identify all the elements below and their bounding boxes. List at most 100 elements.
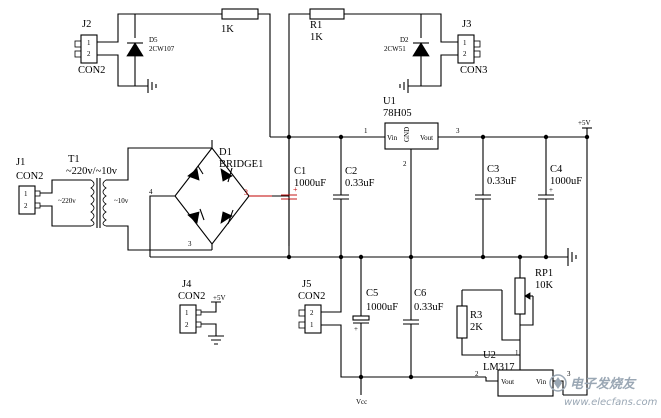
svg-text:1: 1 bbox=[515, 349, 519, 357]
vcc-label: Vcc bbox=[356, 398, 367, 406]
svg-text:1000uF: 1000uF bbox=[550, 176, 582, 187]
svg-text:Vin: Vin bbox=[387, 134, 398, 142]
svg-text:1: 1 bbox=[364, 127, 368, 135]
svg-text:+5V: +5V bbox=[213, 294, 226, 302]
svg-text:1: 1 bbox=[310, 321, 314, 329]
capacitor-c1: + C1 1000uF bbox=[281, 137, 326, 257]
svg-text:1: 1 bbox=[185, 309, 189, 317]
svg-text:0.33uF: 0.33uF bbox=[345, 178, 375, 189]
svg-text:78H05: 78H05 bbox=[383, 108, 412, 119]
svg-text:BRIDGE1: BRIDGE1 bbox=[219, 159, 263, 170]
j2-value: CON2 bbox=[78, 65, 105, 76]
svg-text:2CW51: 2CW51 bbox=[384, 45, 406, 53]
svg-text:3: 3 bbox=[244, 188, 248, 197]
connector-j5: 2 1 J5 CON2 bbox=[298, 279, 325, 334]
svg-text:+: + bbox=[293, 185, 298, 194]
svg-text:2: 2 bbox=[24, 202, 28, 210]
svg-text:C6: C6 bbox=[414, 288, 426, 299]
svg-text:CON2: CON2 bbox=[16, 171, 43, 182]
svg-text:2: 2 bbox=[87, 50, 91, 58]
svg-text:~220v: ~220v bbox=[58, 197, 76, 205]
svg-text:3: 3 bbox=[567, 370, 571, 378]
svg-text:LM317: LM317 bbox=[483, 362, 515, 373]
regulator-u1: U1 78H05 Vin Vout GND 1 3 2 bbox=[364, 96, 460, 168]
svg-text:2: 2 bbox=[310, 309, 314, 317]
zener-d5: D5 2CW107 bbox=[126, 14, 175, 86]
capacitor-c3: C3 0.33uF bbox=[475, 137, 517, 257]
svg-text:2: 2 bbox=[403, 160, 407, 168]
svg-text:+: + bbox=[354, 325, 358, 333]
svg-text:J1: J1 bbox=[16, 157, 25, 168]
resistor-r3: R3 2K bbox=[456, 290, 520, 356]
capacitor-c5: + C5 1000uF bbox=[352, 257, 398, 377]
resistor-1k-top: 1K bbox=[221, 8, 259, 35]
svg-text:Vcc: Vcc bbox=[356, 398, 367, 406]
svg-text:Vout: Vout bbox=[501, 378, 514, 386]
svg-text:~220v/~10v: ~220v/~10v bbox=[66, 166, 118, 177]
svg-text:1K: 1K bbox=[221, 24, 234, 35]
svg-text:电子发烧友: 电子发烧友 bbox=[570, 376, 637, 392]
svg-text:1000uF: 1000uF bbox=[366, 302, 398, 313]
connector-j3: 1 2 J3 CON3 bbox=[457, 19, 487, 76]
svg-text:0.33uF: 0.33uF bbox=[414, 302, 444, 313]
svg-text:1000uF: 1000uF bbox=[294, 178, 326, 189]
svg-text:1: 1 bbox=[87, 39, 91, 47]
svg-text:2: 2 bbox=[475, 370, 479, 378]
svg-text:1K: 1K bbox=[310, 32, 323, 43]
svg-text:D5: D5 bbox=[149, 36, 158, 44]
capacitor-c4: + C4 1000uF bbox=[538, 137, 582, 257]
svg-text:4: 4 bbox=[149, 188, 153, 196]
svg-text:1: 1 bbox=[463, 39, 467, 47]
svg-text:10K: 10K bbox=[535, 280, 554, 291]
svg-text:3: 3 bbox=[456, 127, 460, 135]
svg-text:CON3: CON3 bbox=[460, 65, 487, 76]
svg-text:U1: U1 bbox=[383, 96, 396, 107]
ground-right bbox=[567, 248, 577, 266]
svg-text:J4: J4 bbox=[182, 279, 192, 290]
svg-text:2K: 2K bbox=[470, 322, 483, 333]
connector-j4: 1 2 J4 CON2 +5V bbox=[178, 279, 226, 334]
watermark: 电子发烧友 www.elecfans.com bbox=[549, 374, 658, 408]
svg-text:J3: J3 bbox=[462, 19, 471, 30]
svg-text:GND: GND bbox=[403, 127, 411, 142]
svg-text:2: 2 bbox=[185, 321, 189, 329]
svg-text:+: + bbox=[549, 186, 553, 194]
svg-text:C2: C2 bbox=[345, 166, 357, 177]
svg-text:J5: J5 bbox=[302, 279, 311, 290]
svg-text:R3: R3 bbox=[470, 310, 482, 321]
svg-text:2CW107: 2CW107 bbox=[149, 45, 175, 53]
zener-d2: D2 2CW51 bbox=[384, 14, 430, 87]
svg-text:C1: C1 bbox=[294, 166, 306, 177]
svg-text:C5: C5 bbox=[366, 288, 378, 299]
capacitor-c6: C6 0.33uF bbox=[403, 257, 444, 377]
connector-j2: 1 2 J2 CON2 bbox=[74, 19, 105, 76]
svg-text:2: 2 bbox=[463, 50, 467, 58]
ground-j4 bbox=[208, 335, 224, 345]
potentiometer-rp1: RP1 10K bbox=[514, 257, 554, 355]
svg-text:0.33uF: 0.33uF bbox=[487, 176, 517, 187]
svg-text:www.elecfans.com: www.elecfans.com bbox=[564, 397, 658, 408]
svg-text:3: 3 bbox=[188, 240, 192, 248]
svg-text:U2: U2 bbox=[483, 350, 496, 361]
svg-text:D1: D1 bbox=[219, 147, 232, 158]
svg-text:RP1: RP1 bbox=[535, 268, 553, 279]
j2-ref: J2 bbox=[82, 19, 91, 30]
svg-text:T1: T1 bbox=[68, 154, 80, 165]
bridge-d1: D1 BRIDGE1 4 3 3 bbox=[149, 147, 263, 248]
ground-d2 bbox=[399, 79, 409, 93]
ground-d5 bbox=[147, 79, 157, 93]
svg-text:~10v: ~10v bbox=[114, 197, 129, 205]
svg-text:CON2: CON2 bbox=[178, 291, 205, 302]
connector-j1: 1 2 J1 CON2 bbox=[16, 157, 43, 215]
svg-text:R1: R1 bbox=[310, 20, 322, 31]
svg-text:Vin: Vin bbox=[536, 378, 547, 386]
svg-text:D2: D2 bbox=[400, 36, 409, 44]
resistor-r1: R1 1K bbox=[309, 8, 345, 43]
svg-text:C4: C4 bbox=[550, 164, 563, 175]
regulator-u2: U2 LM317 Vout Vin 2 3 1 bbox=[475, 349, 571, 397]
svg-text:CON2: CON2 bbox=[298, 291, 325, 302]
svg-text:1: 1 bbox=[24, 190, 28, 198]
plus5v-terminal-top: +5V bbox=[578, 119, 592, 137]
svg-text:C3: C3 bbox=[487, 164, 499, 175]
